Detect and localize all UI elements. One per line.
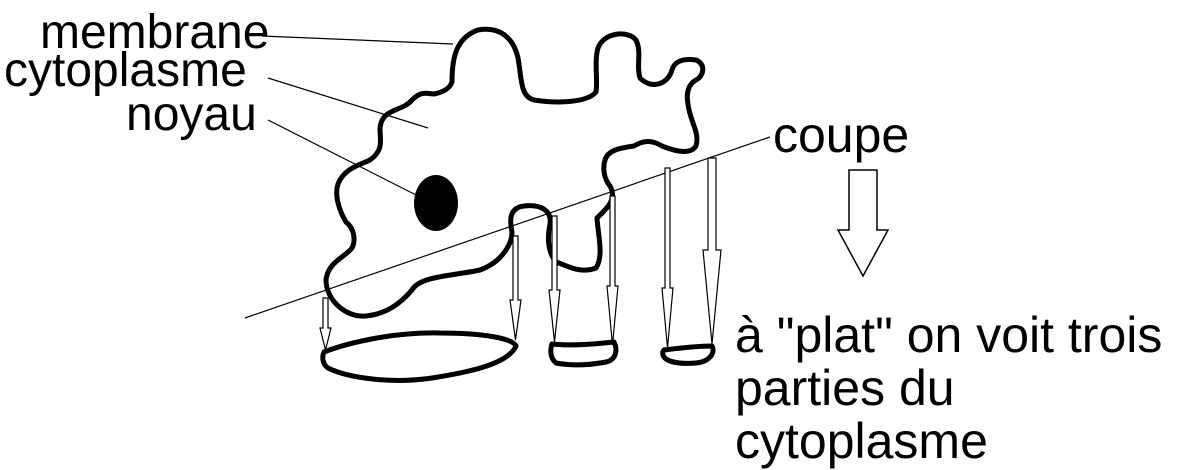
label-coupe: coupe	[773, 107, 909, 163]
big-down-arrow	[838, 170, 888, 276]
cut-line	[245, 137, 770, 318]
projection-arrow-2	[510, 236, 521, 340]
projection-arrows	[320, 158, 721, 350]
leader-line-membrane	[262, 36, 453, 44]
flat-piece-2	[551, 342, 616, 365]
conclusion-line-1: à "plat" on voit trois	[735, 307, 1162, 363]
projection-arrow-5	[662, 168, 673, 348]
leader-line-cytoplasme	[268, 78, 428, 128]
nucleus	[414, 175, 458, 231]
projection-arrow-6	[703, 158, 721, 344]
leader-line-noyau	[268, 120, 420, 197]
conclusion-line-3: cytoplasme	[735, 413, 988, 469]
conclusion-line-2: parties du	[735, 360, 955, 416]
flat-piece-1	[323, 333, 516, 380]
projection-arrow-1	[320, 298, 331, 350]
label-noyau: noyau	[126, 88, 257, 141]
flat-piece-3	[663, 346, 713, 363]
projection-arrow-4	[607, 196, 618, 345]
